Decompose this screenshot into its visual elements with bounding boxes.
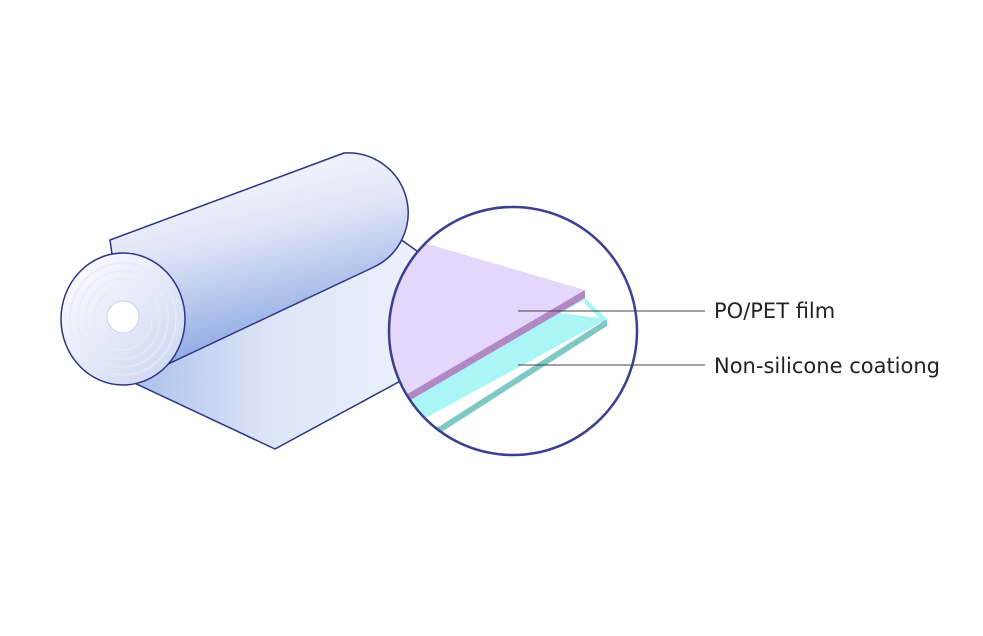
roll-end-face [60, 252, 186, 386]
film-layer-face [389, 230, 585, 418]
roll-core-hole [106, 300, 140, 334]
film-layer-edge [389, 290, 585, 418]
magnifier-lens [387, 205, 639, 457]
coating-layer-face [389, 298, 607, 445]
coating-layer-edge [440, 319, 607, 433]
coating-layer-label: Non-silicone coationg [714, 354, 941, 378]
film-layer-label: PO/PET film [714, 299, 836, 323]
